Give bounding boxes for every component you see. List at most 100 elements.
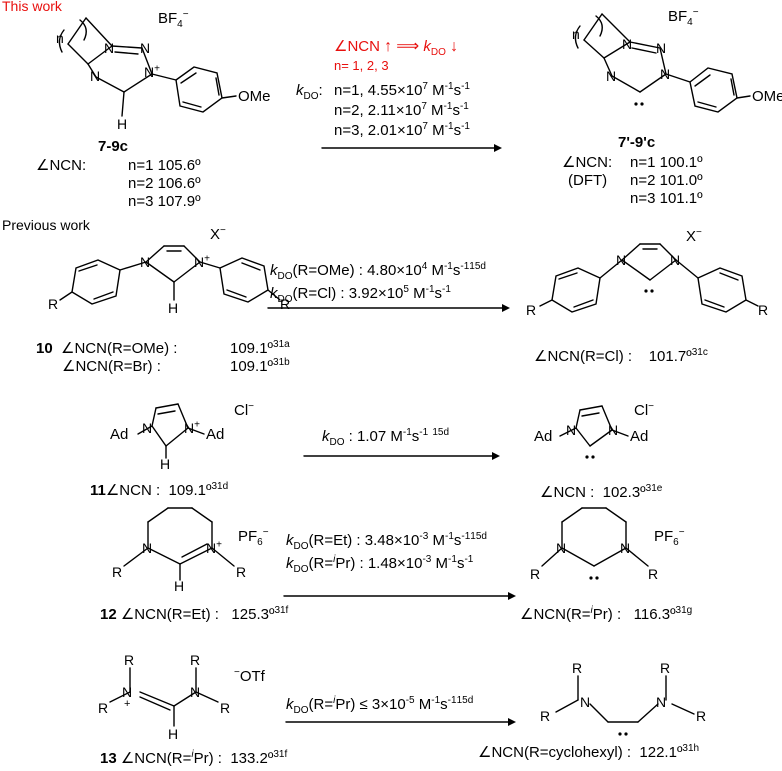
atom-n-1: N [104, 40, 115, 56]
molecule-13 [109, 667, 219, 727]
kdo-11: kDO : 1.07 M-1s-1 15d [322, 427, 450, 448]
atom-n-11b: N+ [184, 419, 200, 436]
right-angle-11: ∠NCN : 102.3º31e [540, 483, 663, 502]
compound-13-label: 13 ∠NCN(R=iPr) : 133.2º31f [100, 749, 288, 768]
molecule-11-carbene [559, 405, 629, 447]
anion-pf6-12c: PF6− [654, 527, 685, 548]
atom-n-13a: N [122, 684, 133, 700]
ad-11-right: Ad [206, 426, 225, 443]
kdo-label-row1: kDO: [296, 82, 323, 102]
atom-n-r4: N [606, 68, 617, 84]
molecule-11 [137, 403, 205, 459]
trend-annotation: ∠NCN ↑ ⟹ kDO ↓ [334, 38, 459, 58]
r-13c-top-left: R [572, 660, 583, 676]
anion-bf4-right: BF4− [668, 7, 699, 28]
right-angle-12: ∠NCN(R=iPr) : 116.3º31g [520, 605, 693, 624]
anion-x-10: X− [210, 225, 226, 244]
left-angle-10-2-label: ∠NCN(R=Br) : [62, 358, 161, 375]
r-13c-top-right: R [660, 660, 671, 676]
molecule-13-carbene [555, 675, 695, 723]
anion-cl-11c: Cl− [634, 401, 655, 420]
r-10-right: R [280, 296, 291, 312]
atom-n-11a: N [142, 420, 153, 436]
r-13c-right: R [696, 708, 707, 724]
header-this-work: This work [2, 0, 62, 14]
left-angle-10-1: 109.1º31a [230, 339, 290, 358]
r-12c-right: R [648, 566, 659, 582]
anion-cl-11: Cl− [234, 401, 255, 420]
r-13c-left: R [540, 708, 551, 724]
atom-n-13d: N [656, 694, 667, 710]
right-angle-n3: n=3 101.1º [630, 190, 703, 207]
molecule-12-carbene [541, 507, 649, 567]
ome-right: OMe [752, 88, 782, 105]
atom-n-12c: N [556, 540, 567, 556]
r-13-left: R [98, 700, 109, 716]
compound-11-label: 11∠NCN : 109.1º31d [90, 481, 229, 500]
ring-size-n: n [56, 30, 64, 46]
right-angle-13: ∠NCN(R=cyclohexyl) : 122.1º31h [478, 743, 700, 762]
compound-10-label: 10 ∠NCN(R=OMe) : [36, 340, 178, 357]
anion-x-10c: X− [686, 227, 702, 246]
kdo-n1: n=1, 4.55×107 M-1s-1 [334, 81, 470, 100]
kdo-12-ipr: kDO(R=iPr) : 1.48×10-3 M-1s-1 [286, 554, 474, 575]
angle-label-right: ∠NCN: [562, 154, 613, 171]
atom-n-12b: N+ [206, 539, 222, 556]
molecule-10 [59, 245, 281, 305]
atom-n-3: N [90, 68, 101, 84]
atom-n-10a: N [140, 254, 151, 270]
atom-n-2: N [140, 40, 151, 56]
molecule-10-carbene [539, 243, 759, 313]
anion-pf6-12: PF6− [238, 527, 269, 548]
r-10-left: R [48, 296, 59, 312]
r-13-top-right: R [190, 652, 201, 668]
compound-12-label: 12 ∠NCN(R=Et) : 125.3º31f [100, 605, 289, 624]
r-10c-right: R [758, 302, 769, 318]
kdo-n3: n=3, 2.01×107 M-1s-1 [334, 121, 470, 140]
atom-n-10d: N [670, 252, 681, 268]
anion-bf4-left: BF4− [158, 9, 189, 30]
atom-n-11d: N [608, 422, 619, 438]
r-12c-left: R [530, 566, 541, 582]
angle-val-n1: n=1 105.6º [128, 157, 201, 174]
header-previous-work: Previous work [2, 217, 90, 233]
right-angle-10: ∠NCN(R=Cl) : 101.7º31c [534, 347, 708, 366]
r-13-top-left: R [124, 652, 135, 668]
r-13-right: R [220, 700, 231, 716]
atom-h: H [117, 116, 128, 132]
left-angle-10-2: 109.1º31b [230, 357, 290, 376]
atom-h-13: H [168, 726, 179, 742]
atom-n-13b: N [190, 684, 201, 700]
right-angle-n1: n=1 100.1º [630, 154, 703, 171]
atom-n-13c: N [580, 694, 591, 710]
molecule-12 [123, 507, 235, 581]
r-12-right: R [236, 564, 247, 580]
atom-n-12d: N [620, 540, 631, 556]
kdo-10-cl: kDO(R=Cl) : 3.92×105 M-1s-1 [270, 284, 451, 305]
anion-otf-13: −OTf [234, 667, 265, 686]
r-10c-left: R [526, 302, 537, 318]
kdo-10-ome: kDO(R=OMe) : 4.80×104 M-1s-115d [270, 261, 486, 282]
angle-val-n3: n=3 107.9º [128, 193, 201, 210]
atom-n-10c: N [616, 252, 627, 268]
ring-size-n-right: n [572, 26, 580, 42]
plus-13: + [124, 698, 131, 710]
atom-n-11c: N [566, 422, 577, 438]
atom-n-plus: N+ [144, 63, 160, 80]
atom-h-10: H [168, 300, 179, 316]
atom-h-11: H [160, 456, 171, 472]
ad-11c-left: Ad [534, 428, 553, 445]
kdo-13: kDO(R=iPr) ≤ 3×10-5 M-1s-115d [286, 695, 474, 716]
ad-11-left: Ad [110, 426, 129, 443]
atom-n-r1: N [622, 36, 633, 52]
atom-n-r3: N [660, 66, 671, 82]
angle-label-left: ∠NCN: [36, 157, 87, 174]
molecule-7-9c-prime [574, 13, 751, 113]
dft-label: (DFT) [568, 172, 608, 189]
atom-n-12a: N [142, 540, 153, 556]
kdo-12-et: kDO(R=Et) : 3.48×10-3 M-1s-115d [286, 531, 487, 552]
atom-h-12: H [174, 578, 185, 594]
kdo-n2: n=2, 2.11×107 M-1s-1 [334, 101, 469, 120]
compound-7-9c-label: 7-9c [98, 138, 129, 155]
